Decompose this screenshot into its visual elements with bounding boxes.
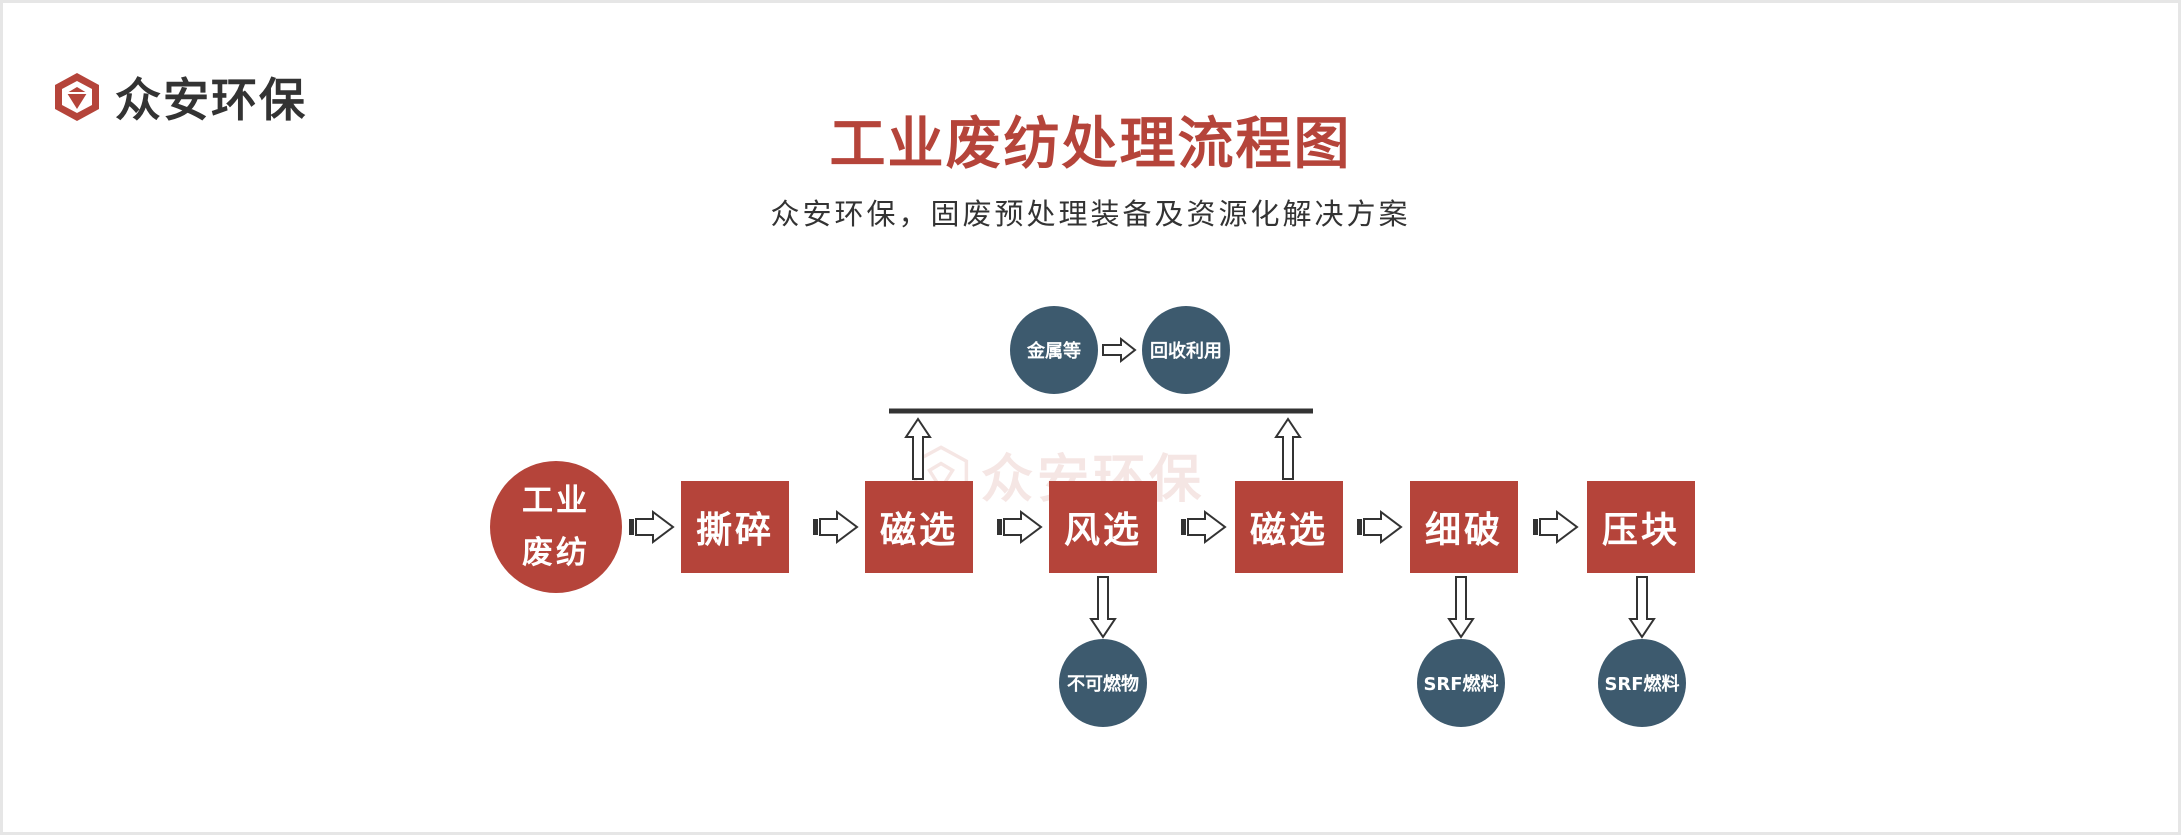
arrow-wind-to-magnetic2 [1180,511,1226,543]
output-metals: 金属等 [1010,306,1098,394]
arrow-magnetic1-to-wind [996,511,1042,543]
arrow-magnetic2-to-fine [1356,511,1402,543]
node-shred: 撕碎 [681,481,789,573]
brand-logo: 众安环保 [53,67,307,127]
node-fine-crushing: 细破 [1410,481,1518,573]
arrow-wind-down [1090,576,1116,638]
arrow-fine-down [1448,576,1474,638]
node-industrial-textile-waste: 工业 废纺 [490,461,622,593]
node-magnetic-1: 磁选 [865,481,973,573]
arrow-metals-to-recycle [1102,338,1136,362]
output-srf-fuel-2: SRF燃料 [1598,639,1686,727]
arrow-magnetic1-up [905,418,931,480]
brand-name: 众安环保 [115,73,307,127]
flow-arrows [628,338,1655,638]
arrow-fine-to-press [1532,511,1578,543]
node-briquetting: 压块 [1587,481,1695,573]
arrow-press-down [1629,576,1655,638]
arrow-shred-to-magnetic1 [812,511,858,543]
node-magnetic-2: 磁选 [1235,481,1343,573]
diagram-title: 工业废纺处理流程图 [829,112,1352,177]
output-srf-fuel-1: SRF燃料 [1417,639,1505,727]
node-wind-separation: 风选 [1049,481,1157,573]
diagram-subtitle: 众安环保，固废预处理装备及资源化解决方案 [770,197,1411,231]
arrow-start-to-shred [628,511,674,543]
logo-icon [55,73,99,121]
node-start-line2: 废纺 [522,535,590,571]
output-noncombustible: 不可燃物 [1059,639,1147,727]
node-start-line1: 工业 [522,483,590,519]
output-recycle: 回收利用 [1142,306,1230,394]
arrow-magnetic2-up [1275,418,1301,480]
